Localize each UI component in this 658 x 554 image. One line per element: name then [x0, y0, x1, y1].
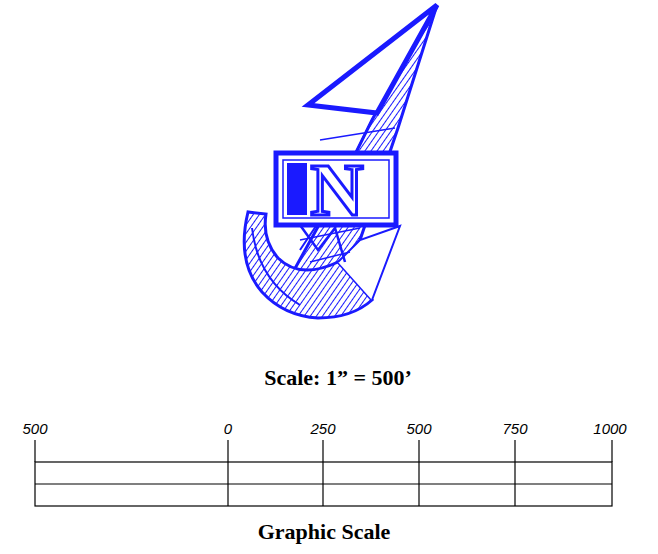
scale-tick-label: 500 [22, 420, 47, 437]
scale-tick-label: 750 [502, 420, 527, 437]
scale-tick-label: 500 [406, 420, 431, 437]
scale-statement: Scale: 1” = 500’ [264, 365, 412, 391]
scale-bar [35, 440, 612, 506]
north-arrow [244, 5, 437, 318]
north-letter: N [310, 148, 363, 233]
scale-title: Graphic Scale [258, 519, 391, 545]
scale-tick-label: 1000 [593, 420, 626, 437]
scale-tick-label: 0 [224, 420, 232, 437]
scale-tick-label: 250 [310, 420, 335, 437]
